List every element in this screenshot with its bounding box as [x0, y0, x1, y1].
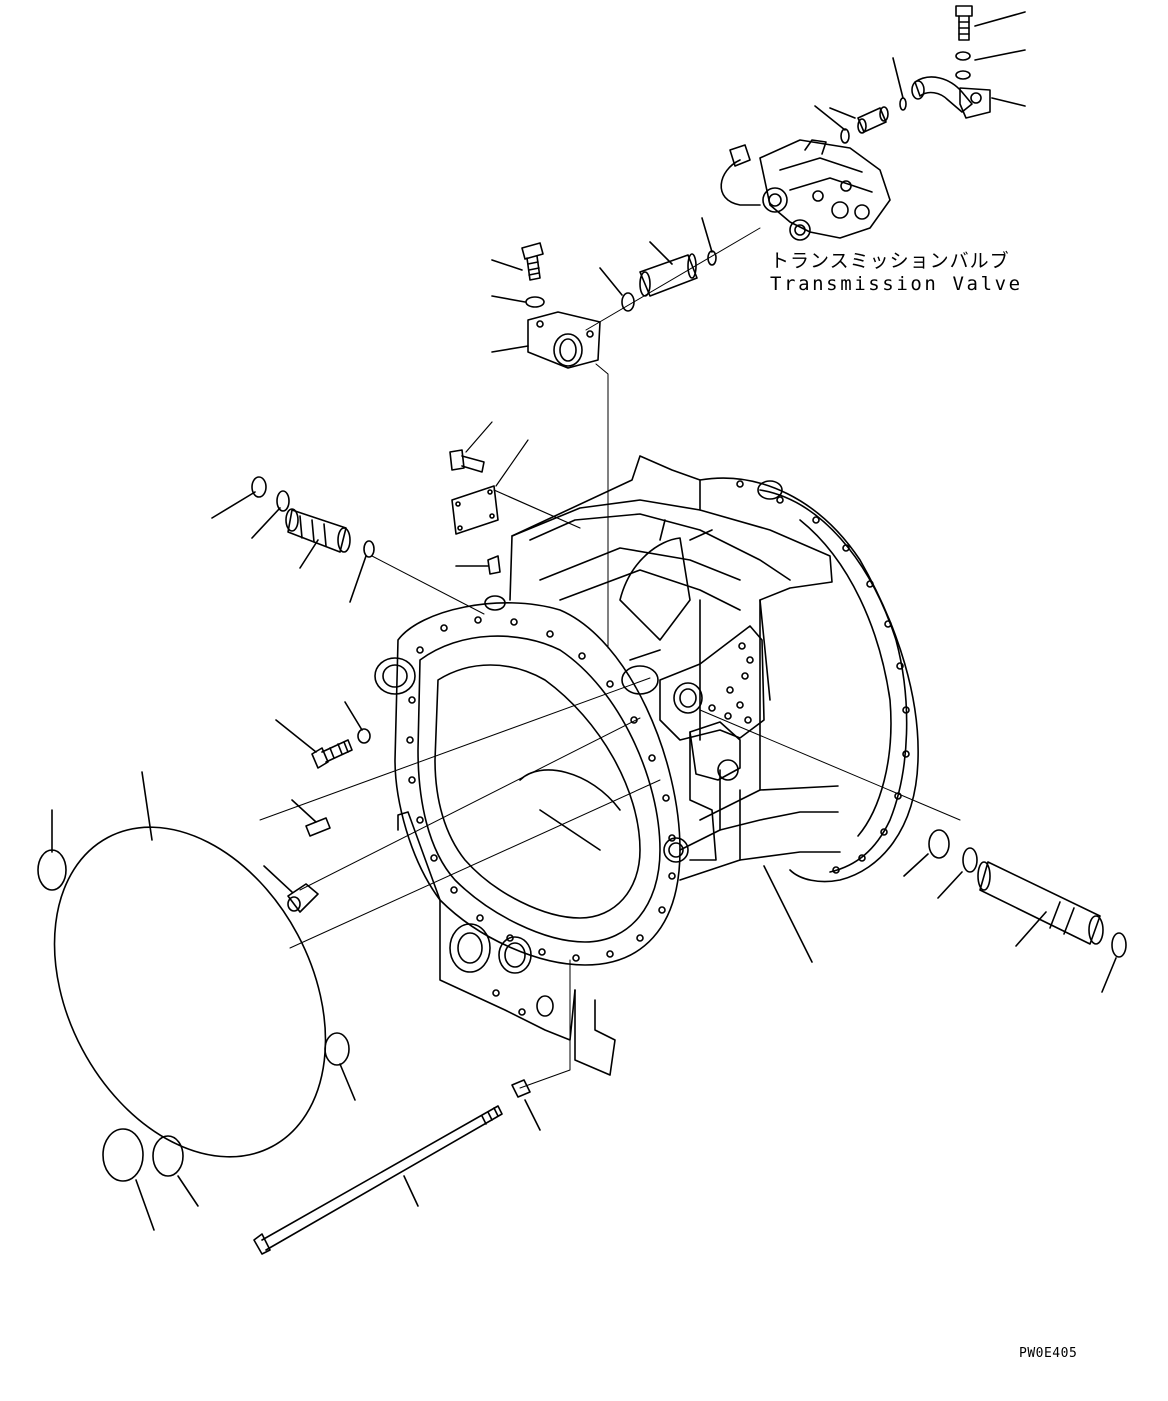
- transmission-valve-label-jp: トランスミッションバルブ: [770, 250, 1010, 272]
- transmission-valve-label-en: Transmission Valve: [770, 273, 1023, 295]
- shaft: [977, 861, 1104, 945]
- o-ring: [251, 476, 267, 498]
- bolt: [521, 242, 544, 281]
- long-stud: [253, 1105, 503, 1255]
- o-ring: [962, 847, 978, 873]
- bolt: [449, 449, 485, 473]
- o-ring: [363, 540, 375, 558]
- transmission-valve: [720, 139, 891, 241]
- nut: [511, 1079, 531, 1098]
- washer: [357, 728, 371, 744]
- tube: [285, 508, 351, 553]
- bolt: [311, 739, 353, 769]
- transmission-housing: [374, 455, 919, 1076]
- seal-disc: [102, 1128, 144, 1182]
- bolt-holes-right: [736, 480, 910, 874]
- bolt: [955, 5, 973, 41]
- gasket: [53, 826, 327, 1158]
- seal-disc: [37, 849, 67, 891]
- seal-disc: [324, 1032, 350, 1066]
- dowel-pin: [305, 817, 331, 837]
- o-ring: [276, 490, 290, 512]
- flange-block: [527, 311, 601, 369]
- plug: [487, 555, 501, 575]
- o-ring: [899, 97, 907, 111]
- cover-plate: [451, 485, 499, 535]
- plug-fitting: [857, 106, 889, 134]
- figure-code: PW0E405: [1019, 1346, 1078, 1361]
- elbow-fitting: [911, 76, 991, 119]
- washer: [955, 51, 971, 61]
- o-ring: [928, 829, 950, 859]
- bolt-holes: [406, 616, 676, 962]
- pipe-sleeve: [639, 253, 698, 297]
- washer: [525, 296, 545, 308]
- washer: [955, 70, 971, 80]
- o-ring: [840, 128, 850, 144]
- o-ring: [1111, 932, 1127, 958]
- seal-disc: [152, 1135, 184, 1177]
- plug: [287, 883, 319, 913]
